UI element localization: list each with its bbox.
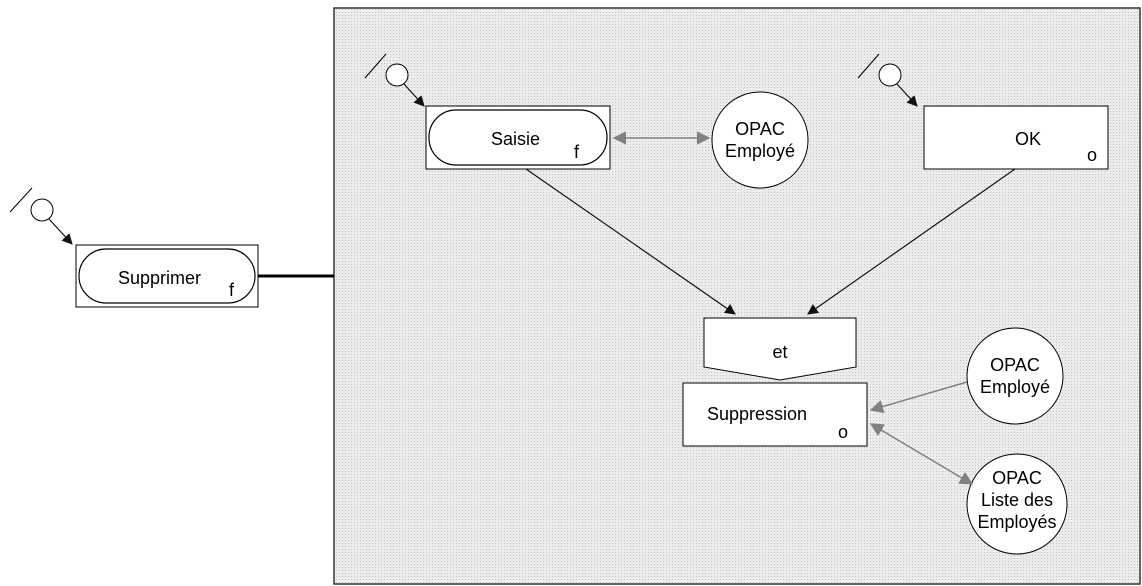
opac-employe-top-line1: OPAC	[735, 119, 785, 139]
trigger-icon	[364, 53, 425, 107]
opac-employe-top-line2: Employé	[725, 141, 795, 161]
opac-liste-line2: Liste des	[981, 490, 1053, 510]
ok-label: OK	[1015, 129, 1041, 149]
opac-employe-right-line1: OPAC	[990, 355, 1040, 375]
opac-liste-line1: OPAC	[992, 468, 1042, 488]
ok-subscript: o	[1087, 145, 1097, 165]
saisie-et-arrow	[525, 168, 736, 315]
supprimer-label: Supprimer	[118, 268, 201, 288]
saisie-subscript: f	[574, 142, 580, 162]
suppression-subscript: o	[838, 422, 848, 442]
opac-liste-employes: OPAC Liste des Employés	[966, 453, 1068, 555]
et-label: et	[772, 342, 787, 362]
trigger-icon	[9, 187, 73, 245]
saisie-label: Saisie	[491, 129, 540, 149]
opac-employe-top: OPAC Employé	[711, 91, 809, 189]
supprimer-subscript: f	[229, 280, 235, 300]
opac-liste-line3: Employés	[977, 512, 1056, 532]
opac-employe-right: OPAC Employé	[966, 327, 1064, 425]
saisie-node[interactable]: Saisie f	[425, 105, 611, 170]
ok-node[interactable]: OK o	[923, 105, 1109, 170]
opac-suppression-arrow	[869, 381, 968, 414]
suppression-node[interactable]: Suppression o	[682, 382, 868, 447]
supprimer-node[interactable]: Supprimer f	[75, 244, 259, 308]
suppression-liste-arrow	[869, 423, 974, 485]
opac-employe-right-line2: Employé	[980, 377, 1050, 397]
suppression-label: Suppression	[707, 404, 807, 424]
trigger-icon	[857, 53, 918, 107]
ok-et-arrow	[807, 168, 1016, 315]
et-node: et	[703, 317, 857, 381]
